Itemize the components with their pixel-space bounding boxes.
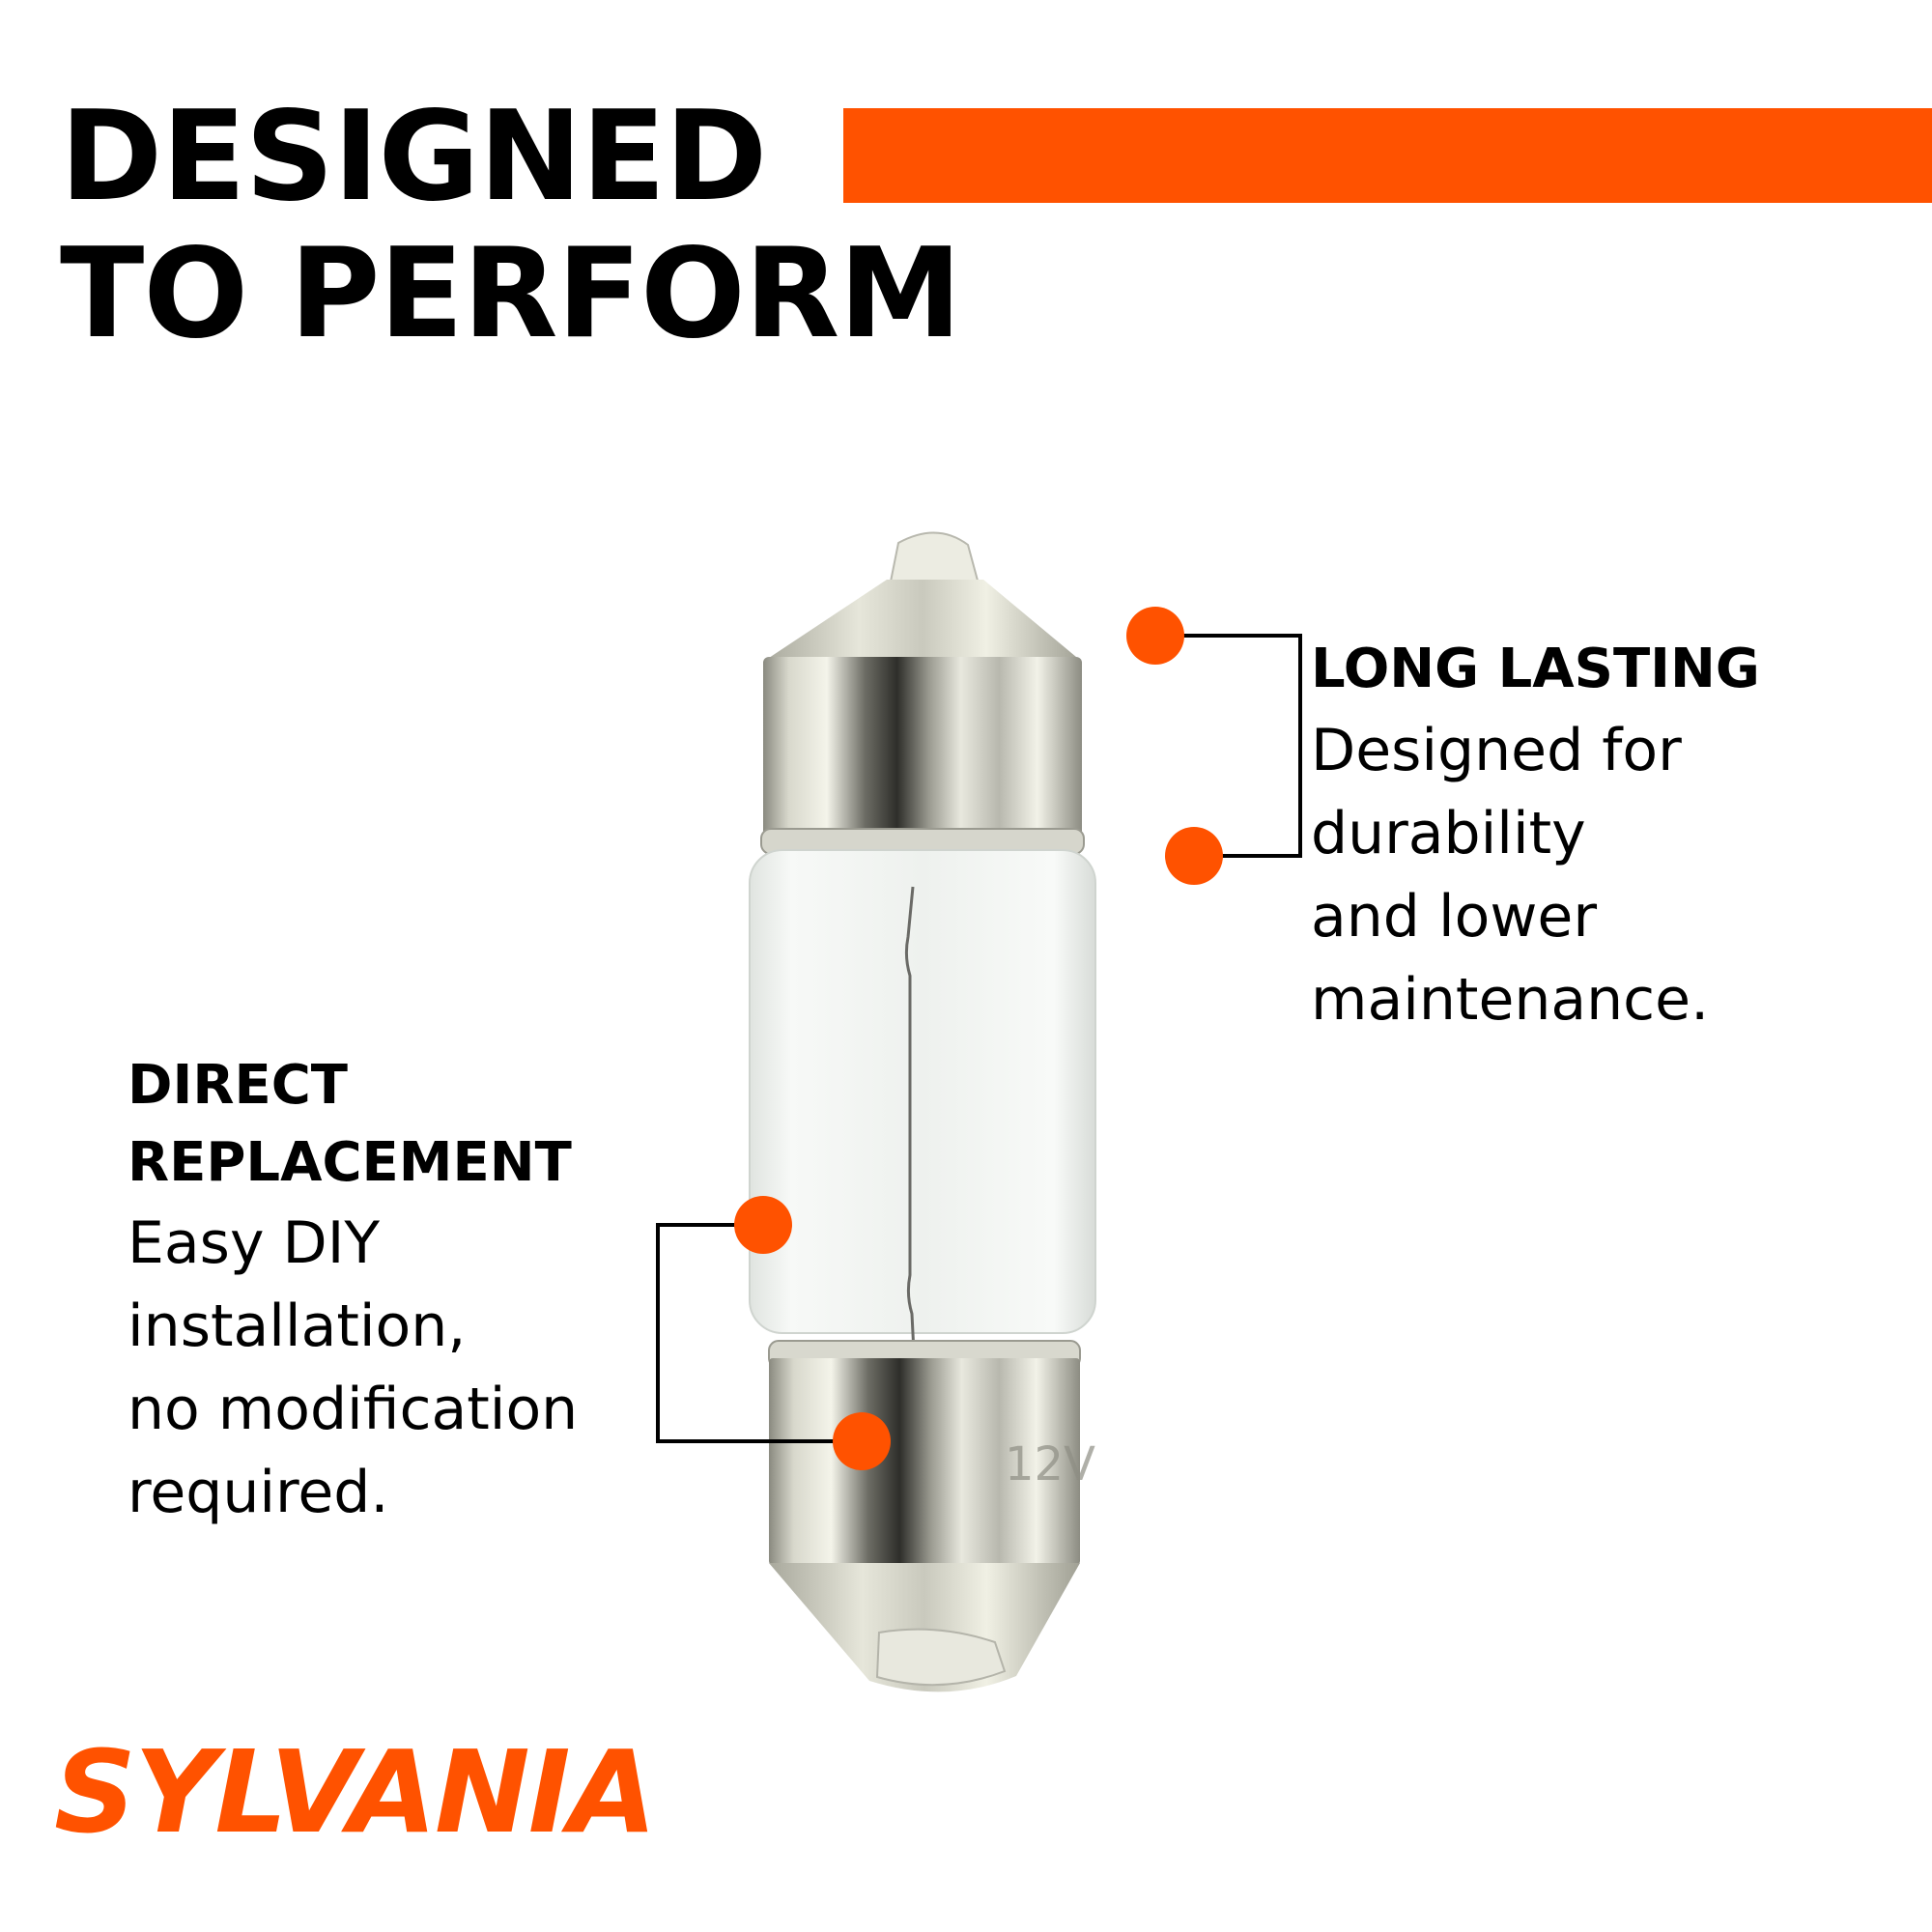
headline-line-2: TO PERFORM <box>60 222 962 366</box>
page-title: DESIGNED TO PERFORM <box>60 85 962 366</box>
callout-body-line: durability <box>1311 800 1586 867</box>
callout-title: LONG LASTING <box>1311 638 1760 700</box>
callout-body-line: Designed for <box>1311 717 1682 784</box>
festoon-bulb-image: 12V <box>749 531 1096 1692</box>
callout-body-line: no modification <box>128 1376 579 1443</box>
callout-body-line: and lower <box>1311 883 1597 951</box>
accent-bar <box>843 108 1932 203</box>
sylvania-logo: SYLVANIA <box>54 1725 657 1859</box>
callout-direct-replacement: DIRECT REPLACEMENT Easy DIY installation… <box>128 1047 578 1534</box>
base-marking: 12V <box>1005 1437 1095 1492</box>
headline-line-1: DESIGNED <box>60 85 767 229</box>
callout-body-line: Easy DIY <box>128 1209 381 1277</box>
callout-title: DIRECT <box>128 1054 348 1117</box>
callout-body-line: required. <box>128 1459 389 1526</box>
callout-title: REPLACEMENT <box>128 1131 572 1194</box>
callout-body-line: maintenance. <box>1311 966 1710 1034</box>
callout-body-line: installation, <box>128 1293 467 1360</box>
callout-long-lasting: LONG LASTING Designed for durability and… <box>1311 630 1760 1041</box>
